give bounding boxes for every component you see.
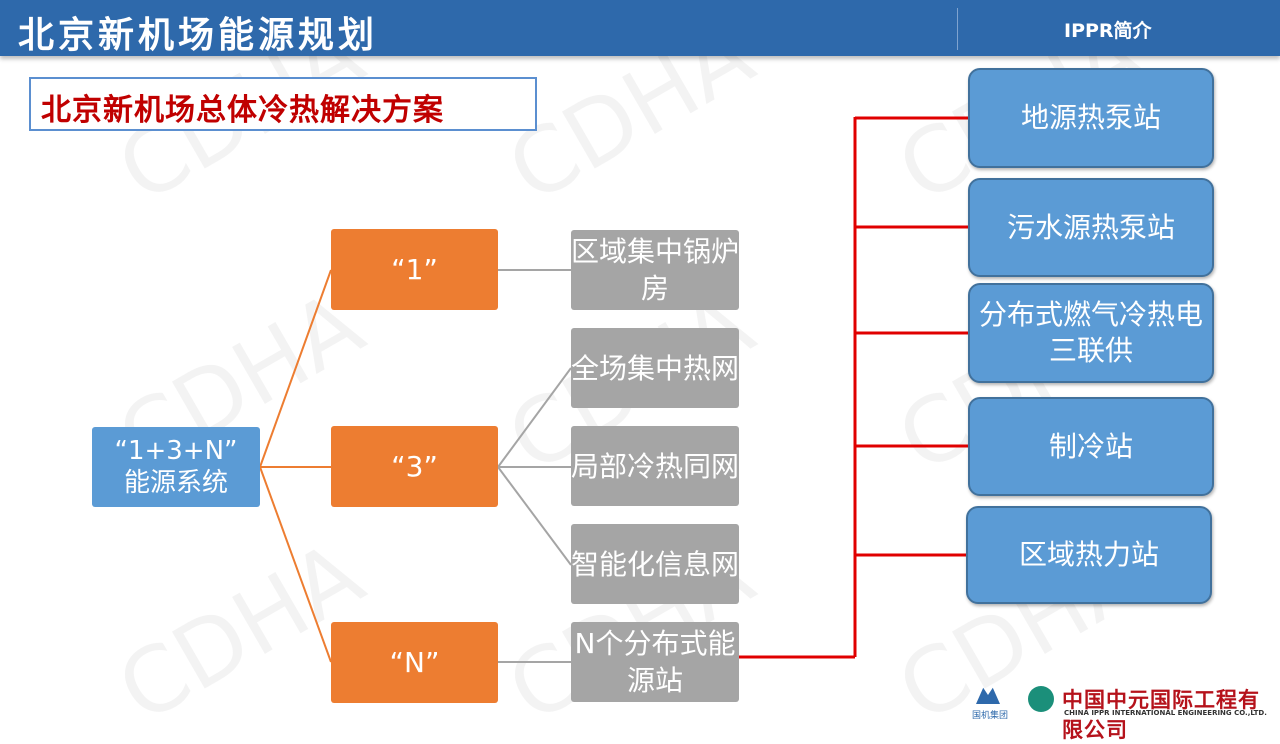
group-name: 国机集团 xyxy=(972,711,1009,721)
node-cchp: 分布式燃气冷热电三联供 xyxy=(968,283,1214,383)
connector xyxy=(497,367,572,468)
node-1: “1” xyxy=(331,229,498,310)
node-heat-network: 全场集中热网 xyxy=(571,328,739,408)
node-info-network: 智能化信息网 xyxy=(571,524,739,604)
connector xyxy=(259,269,332,468)
node-heat-station: 区域热力站 xyxy=(966,506,1212,604)
node-chiller: 制冷站 xyxy=(968,397,1214,496)
company-emblem-icon xyxy=(1028,686,1054,712)
root-node: “1+3+N”能源系统 xyxy=(92,427,260,507)
node-sewage-source: 污水源热泵站 xyxy=(968,178,1214,277)
connector-lines xyxy=(259,116,968,663)
company-logo: 国机集团 中国中元国际工程有限公司 CHINA IPPR INTERNATION… xyxy=(968,684,1278,742)
root-label-line1: “1+3+N” xyxy=(114,436,238,466)
connector xyxy=(259,466,332,663)
section-label: IPPR简介 xyxy=(1064,20,1152,42)
node-3: “3” xyxy=(331,426,498,507)
header-bar: 北京新机场能源规划 IPPR简介 xyxy=(0,0,1280,56)
node-distributed-stations: N个分布式能源站 xyxy=(571,622,739,702)
company-name-en: CHINA IPPR INTERNATIONAL ENGINEERING CO.… xyxy=(1064,709,1267,717)
root-label-line2: 能源系统 xyxy=(123,468,228,498)
slide-subtitle: 北京新机场总体冷热解决方案 xyxy=(29,77,537,131)
node-district-boiler: 区域集中锅炉房 xyxy=(571,230,739,310)
divider xyxy=(957,8,958,50)
connector xyxy=(497,466,572,566)
node-local-network: 局部冷热同网 xyxy=(571,426,739,506)
node-ground-source: 地源热泵站 xyxy=(968,68,1214,168)
group-logo-icon xyxy=(976,687,1000,704)
node-n: “N” xyxy=(331,622,498,703)
page-title: 北京新机场能源规划 xyxy=(18,15,379,56)
